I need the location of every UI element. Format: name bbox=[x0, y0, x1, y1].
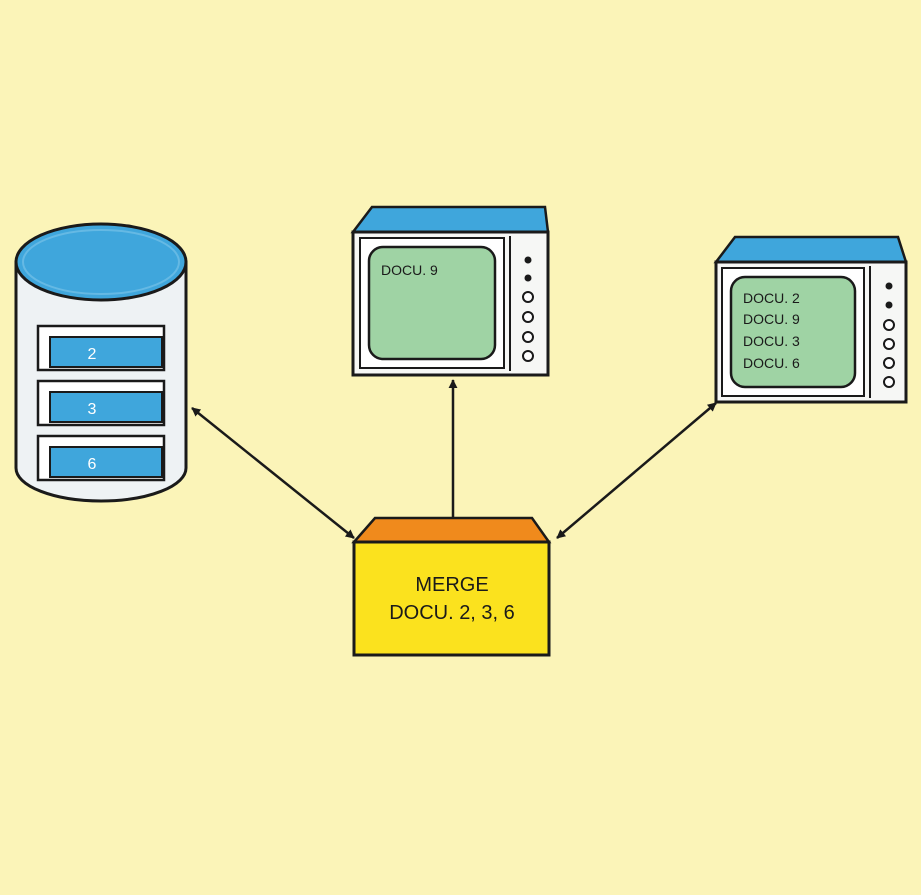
database-top bbox=[14, 222, 188, 302]
monitor-center-line: DOCU. 9 bbox=[381, 262, 438, 278]
monitor-right-line: DOCU. 2 bbox=[743, 290, 800, 306]
monitor-top bbox=[350, 205, 550, 234]
monitor-screen bbox=[729, 275, 857, 389]
database-slot: 2 bbox=[36, 324, 166, 372]
monitor-screen bbox=[367, 245, 497, 361]
merge-box-documents: DOCU. 2, 3, 6 bbox=[389, 602, 515, 624]
merge-box-front bbox=[352, 540, 551, 657]
monitor-right-line: DOCU. 3 bbox=[743, 333, 800, 349]
database-slot: 3 bbox=[36, 379, 166, 427]
database-slot-label: 2 bbox=[88, 346, 97, 363]
monitor-knobs bbox=[522, 256, 534, 362]
merge-box-top bbox=[351, 516, 552, 544]
arrow-database-merge bbox=[191, 407, 355, 539]
monitor-top bbox=[713, 235, 908, 264]
database-slot-label: 3 bbox=[88, 401, 97, 418]
monitor-knobs bbox=[883, 282, 895, 388]
database-slot: 6 bbox=[36, 434, 166, 482]
monitor-right: DOCU. 2 DOCU. 9 DOCU. 3 DOCU. 6 bbox=[713, 235, 908, 404]
database-slot-label: 6 bbox=[88, 456, 97, 473]
monitor-center: DOCU. 9 bbox=[350, 205, 550, 377]
arrow-monitor-right-merge bbox=[556, 402, 717, 539]
monitor-right-line: DOCU. 9 bbox=[743, 311, 800, 327]
merge-box-title: MERGE bbox=[415, 574, 488, 596]
merge-box: MERGE DOCU. 2, 3, 6 bbox=[351, 516, 552, 657]
monitor-right-line: DOCU. 6 bbox=[743, 355, 800, 371]
database-cylinder: 2 3 6 bbox=[14, 222, 188, 503]
